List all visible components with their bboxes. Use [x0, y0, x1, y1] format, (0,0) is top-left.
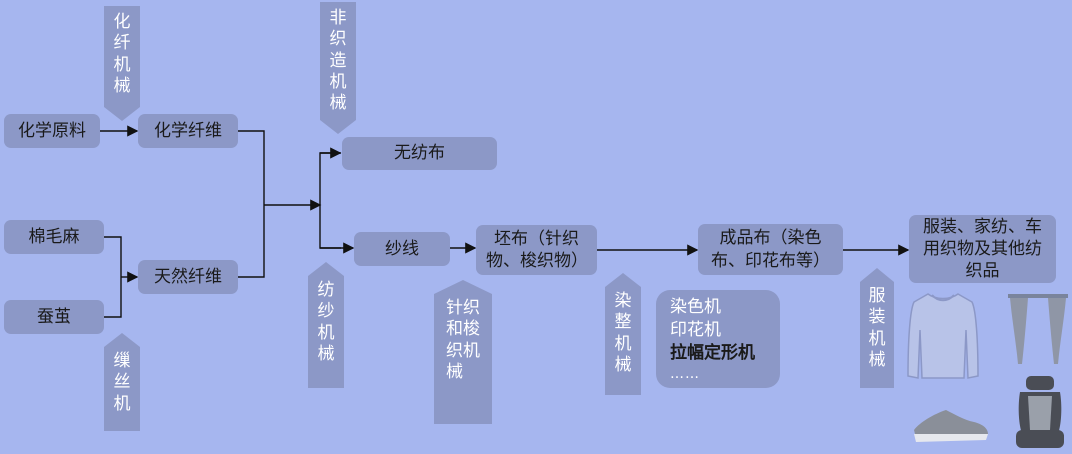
dyeing-machine-list: 染色机 印花机 拉幅定形机 …… — [656, 290, 780, 388]
tag-chem-fiber-machine: 化纤机械 — [104, 6, 140, 121]
tag-label: 染整机械 — [614, 291, 632, 375]
node-label: 蚕茧 — [37, 306, 71, 327]
tag-dyeing-machine: 染整机械 — [605, 273, 641, 395]
tag-label: 非织造机械 — [329, 8, 347, 113]
tag-label: 化纤机械 — [113, 12, 131, 96]
node-greige: 坯布（针织物、梭织物） — [476, 225, 597, 275]
tag-reeling-machine: 缫丝机 — [104, 333, 140, 431]
node-label: 无纺布 — [394, 143, 445, 164]
tag-spinning-machine: 纺纱机械 — [308, 262, 344, 388]
machine-item: 染色机 — [670, 297, 721, 317]
node-label: 成品布（染色布、印花布等） — [711, 228, 830, 271]
node-natural-fiber: 天然纤维 — [138, 260, 238, 294]
node-yarn: 纱线 — [354, 232, 450, 266]
node-chem-fiber: 化学纤维 — [138, 114, 238, 148]
node-products: 服装、家纺、车用织物及其他纺织品 — [909, 215, 1056, 283]
node-label: 服装、家纺、车用织物及其他纺织品 — [923, 216, 1042, 282]
tag-nonwoven-machine: 非织造机械 — [320, 2, 356, 134]
node-label: 天然纤维 — [154, 266, 222, 287]
node-label: 化学原料 — [18, 120, 86, 141]
machine-item: 印花机 — [670, 319, 721, 340]
sneaker-icon — [914, 410, 988, 442]
node-chem-raw: 化学原料 — [4, 114, 100, 148]
curtain-icon — [1008, 294, 1068, 364]
node-cocoon: 蚕茧 — [4, 300, 104, 334]
machine-more: …… — [670, 365, 700, 382]
tag-label: 缫丝机 — [113, 351, 131, 414]
node-label: 纱线 — [385, 238, 419, 259]
tag-label: 针织和梭织机械 — [446, 298, 480, 382]
node-nonwoven: 无纺布 — [342, 137, 497, 170]
node-finished: 成品布（染色布、印花布等） — [698, 224, 843, 275]
sweater-icon — [907, 293, 979, 379]
node-label: 坯布（针织物、梭织物） — [486, 228, 588, 271]
tag-knit-weave-machine: 针织和梭织机械 — [434, 280, 492, 424]
node-label: 化学纤维 — [154, 120, 222, 141]
node-cotton: 棉毛麻 — [4, 220, 104, 254]
tag-garment-machine: 服装机械 — [860, 268, 894, 388]
car-seat-icon — [1016, 376, 1064, 448]
tag-label: 纺纱机械 — [317, 280, 335, 364]
tag-label: 服装机械 — [868, 286, 886, 370]
machine-item: 拉幅定形机 — [670, 342, 755, 363]
node-label: 棉毛麻 — [28, 226, 80, 247]
